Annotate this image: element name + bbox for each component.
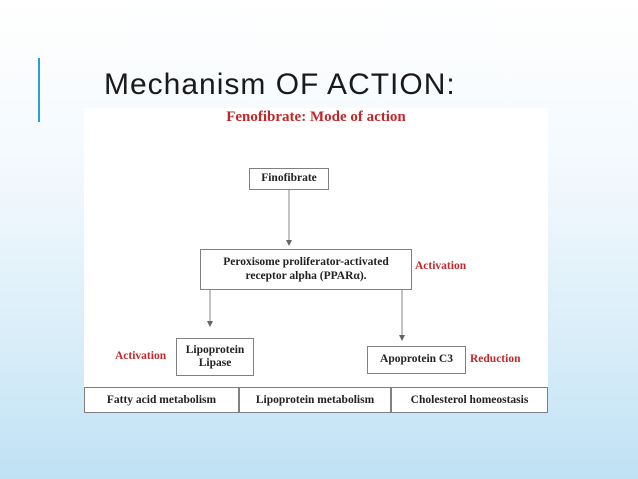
node-ppar-alpha-line1: Peroxisome proliferator-activated: [223, 256, 389, 269]
outcome-cholesterol-label: Cholesterol homeostasis: [410, 394, 529, 406]
figure-title: Fenofibrate: Mode of action: [226, 109, 406, 125]
mode-of-action-figure: Fenofibrate: Mode of action Finofibrate …: [84, 108, 548, 413]
outcome-fatty-acid-label: Fatty acid metabolism: [106, 394, 217, 406]
node-apoprotein-label: Apoprotein C3: [380, 353, 453, 366]
node-finofibrate-label: Finofibrate: [261, 172, 317, 185]
label-lipase-activation: Activation: [115, 350, 167, 362]
node-ppar-alpha-line2: receptor alpha (PPARα).: [245, 269, 367, 282]
node-lipase-line2: Lipase: [198, 357, 232, 369]
node-apoprotein-c3: Apoprotein C3: [367, 346, 466, 374]
node-lipoprotein-lipase: Lipoprotein Lipase: [176, 338, 254, 376]
outcome-fatty-acid-metabolism: Fatty acid metabolism: [84, 387, 239, 413]
slide-title: Mechanism OF ACTION:: [104, 68, 456, 101]
label-ppar-activation: Activation: [415, 260, 467, 272]
node-ppar-alpha: Peroxisome proliferator-activated recept…: [200, 249, 412, 290]
outcome-lipoprotein-label: Lipoprotein metabolism: [255, 394, 375, 406]
outcome-lipoprotein-metabolism: Lipoprotein metabolism: [239, 387, 391, 413]
label-apoprotein-reduction: Reduction: [470, 353, 521, 365]
node-lipase-line1: Lipoprotein: [185, 343, 245, 356]
flow-arrows: [207, 190, 405, 341]
outcome-cholesterol-homeostasis: Cholesterol homeostasis: [391, 387, 548, 413]
accent-bar: [38, 58, 40, 122]
node-finofibrate: Finofibrate: [249, 168, 329, 190]
